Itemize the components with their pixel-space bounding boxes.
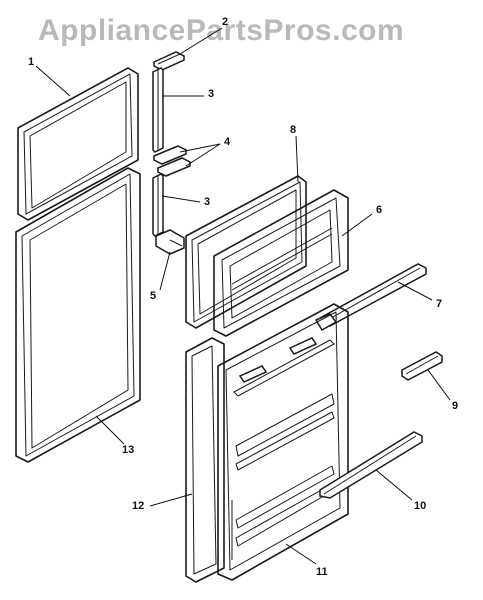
- callout-6: 6: [376, 204, 383, 216]
- callout-3: 3: [204, 196, 211, 208]
- callout-9: 9: [452, 400, 459, 412]
- bottom-hinge-part-5: [155, 229, 185, 255]
- callout-12: 12: [132, 500, 145, 512]
- leader-13: [95, 415, 125, 445]
- fresh-food-shelf-part-10: [319, 431, 423, 499]
- leader-lines: [35, 27, 451, 565]
- callout-8: 8: [290, 124, 297, 136]
- fresh-food-gasket-part-12: [185, 337, 225, 583]
- callout-13: 13: [122, 444, 135, 456]
- leader-1: [35, 65, 71, 97]
- watermark-text: AppliancePartsPros.com: [38, 14, 405, 47]
- callout-4: 4: [224, 136, 231, 148]
- callout-10: 10: [414, 500, 427, 512]
- leader-11: [285, 543, 317, 565]
- callout-5: 5: [150, 290, 157, 302]
- leader-3b: [161, 195, 201, 203]
- callout-7: 7: [436, 298, 443, 310]
- leader-6: [341, 213, 373, 237]
- freezer-shelf-part-7: [314, 263, 427, 332]
- shelf-clip-part-9: [401, 351, 443, 381]
- callout-3: 3: [208, 88, 215, 100]
- hinge-cover-lower-part-3: [152, 173, 164, 237]
- leader-7: [397, 281, 433, 301]
- callout-1: 1: [28, 56, 35, 68]
- top-hinge-part-2: [153, 51, 185, 71]
- leader-5: [159, 251, 171, 291]
- upper-gasket-part-1: [17, 67, 139, 221]
- freezer-liner-part-6: [213, 189, 349, 337]
- callout-2: 2: [222, 16, 229, 28]
- leader-9: [427, 369, 451, 401]
- fresh-food-liner-part-11: [217, 303, 349, 581]
- hinge-cover-upper-part-3: [152, 67, 164, 153]
- leader-10: [375, 469, 413, 501]
- center-hinge-part-4: [153, 145, 191, 177]
- leader-2: [179, 27, 223, 55]
- leader-12: [149, 493, 193, 507]
- leader-8: [295, 135, 299, 183]
- lower-gasket-part-13: [15, 167, 141, 463]
- leader-4b: [185, 143, 221, 167]
- leader-4a: [179, 143, 221, 153]
- callout-11: 11: [316, 566, 328, 578]
